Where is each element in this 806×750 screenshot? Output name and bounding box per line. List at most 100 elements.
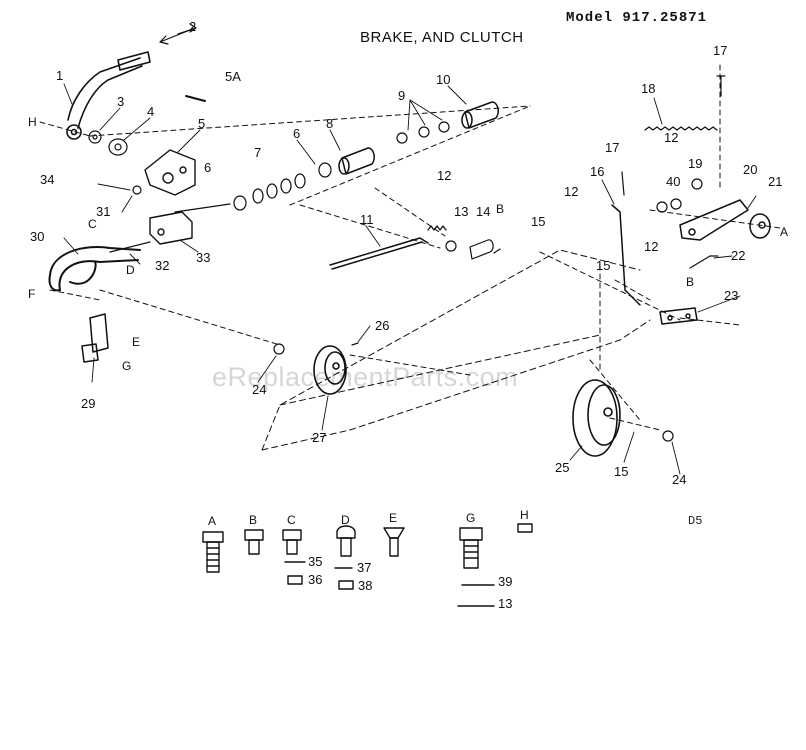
diagram-title: BRAKE, AND CLUTCH <box>360 29 524 46</box>
callout-14: 14 <box>476 204 490 219</box>
part-9-nuts <box>396 121 450 144</box>
callout-40: 40 <box>666 174 680 189</box>
part-8-bushing <box>338 147 375 175</box>
callout-3: 3 <box>117 94 124 109</box>
callout-11: 11 <box>360 212 374 227</box>
callout-23: 23 <box>724 288 738 303</box>
part-33-block <box>149 211 193 245</box>
part-12-spring <box>427 225 447 231</box>
callout-25: 25 <box>555 460 569 475</box>
callout-29: 29 <box>81 396 95 411</box>
callout-13: 13 <box>454 204 468 219</box>
callout-18: 18 <box>641 81 655 96</box>
part-5-bracket <box>144 149 196 196</box>
part-13-nut <box>445 240 457 252</box>
reference-letters: H C D F E G A <box>28 115 788 373</box>
legend-e: E <box>389 511 397 525</box>
part-38-spacer <box>338 580 354 590</box>
callout-6-right: 6 <box>293 126 300 141</box>
diagram-code: D5 <box>688 514 703 528</box>
legend-d: D <box>341 513 350 527</box>
callout-34: 34 <box>40 172 54 187</box>
part-18-spring <box>644 126 718 131</box>
legend-c: C <box>287 513 296 527</box>
callout-numbers: 2 1 3 4 5 5A 6 6 7 8 9 10 11 12 13 14 B … <box>30 19 782 487</box>
callout-12-center: 12 <box>437 168 451 183</box>
legend-37: 37 <box>357 560 371 575</box>
part-6-washer-right <box>318 162 332 178</box>
model-number: Model 917.25871 <box>566 10 708 26</box>
part-6-washer-left <box>233 195 247 211</box>
callout-12-top: 12 <box>664 130 678 145</box>
legend-35: 35 <box>308 554 322 569</box>
callout-33: 33 <box>196 250 210 265</box>
part-1-handle-lever <box>66 51 151 140</box>
callout-8: 8 <box>326 116 333 131</box>
callout-12-left: 12 <box>564 184 578 199</box>
fastener-g <box>459 527 483 569</box>
callout-24-right: 24 <box>672 472 686 487</box>
legend-labels: A B C D E G H 35 36 37 38 39 13 <box>208 508 529 611</box>
callout-20: 20 <box>743 162 757 177</box>
part-26-key <box>351 342 359 346</box>
ref-f: F <box>28 287 35 301</box>
part-32-rod <box>109 241 151 253</box>
part-7-spacers <box>252 173 306 204</box>
callout-15-lower: 15 <box>614 464 628 479</box>
arrow-icon <box>177 23 197 35</box>
callout-b-right: B <box>686 275 694 289</box>
part-24-nut-left <box>273 343 285 355</box>
callout-17-top: 17 <box>713 43 727 58</box>
part-16-lever <box>611 204 641 306</box>
callout-12-right: 12 <box>644 239 658 254</box>
part-21-knob <box>749 213 771 239</box>
callout-9: 9 <box>398 88 405 103</box>
part-14-bushing <box>469 239 494 260</box>
watermark: eReplacementParts.com <box>212 362 519 392</box>
part-27-pulley <box>313 345 347 395</box>
callout-10: 10 <box>436 72 450 87</box>
part-20-plate <box>679 199 749 241</box>
callout-16: 16 <box>590 164 604 179</box>
part-19-nut <box>691 178 703 190</box>
legend-a: A <box>208 514 216 528</box>
legend-h: H <box>520 508 529 522</box>
ref-e: E <box>132 335 140 349</box>
part-17-bolt-mid <box>621 171 625 196</box>
part-10-roller <box>461 101 499 129</box>
callout-1: 1 <box>56 68 63 83</box>
ref-h: H <box>28 115 37 129</box>
part-11-rod <box>329 237 429 270</box>
callout-31: 31 <box>96 204 110 219</box>
part-4-washer <box>108 138 128 156</box>
callout-19: 19 <box>688 156 702 171</box>
callout-7: 7 <box>254 145 261 160</box>
callout-30: 30 <box>30 229 44 244</box>
legend-38: 38 <box>358 578 372 593</box>
legend-36: 36 <box>308 572 322 587</box>
part-3-washer <box>88 130 102 144</box>
callout-32: 32 <box>155 258 169 273</box>
fastener-d <box>336 525 356 557</box>
leader-lines <box>63 83 757 475</box>
fastener-e <box>383 527 405 557</box>
ref-g: G <box>122 359 131 373</box>
callout-b: B <box>496 202 504 216</box>
callout-4: 4 <box>147 104 154 119</box>
hardware-legend <box>202 523 533 607</box>
fastener-b <box>244 529 264 555</box>
part-29-bracket <box>81 313 109 363</box>
callout-15: 15 <box>531 214 545 229</box>
part-24-nut-right <box>662 430 674 442</box>
part-25-large-pulley <box>572 379 621 457</box>
callout-15-right: 15 <box>596 258 610 273</box>
part-17-bolt-top <box>716 75 726 97</box>
part-36-spacer <box>287 575 303 585</box>
part-34-nut <box>132 185 142 195</box>
part-31-screw <box>174 203 231 213</box>
callout-26: 26 <box>375 318 389 333</box>
part-22-spring <box>689 255 719 269</box>
callout-27: 27 <box>312 430 326 445</box>
callout-2: 2 <box>189 19 196 34</box>
